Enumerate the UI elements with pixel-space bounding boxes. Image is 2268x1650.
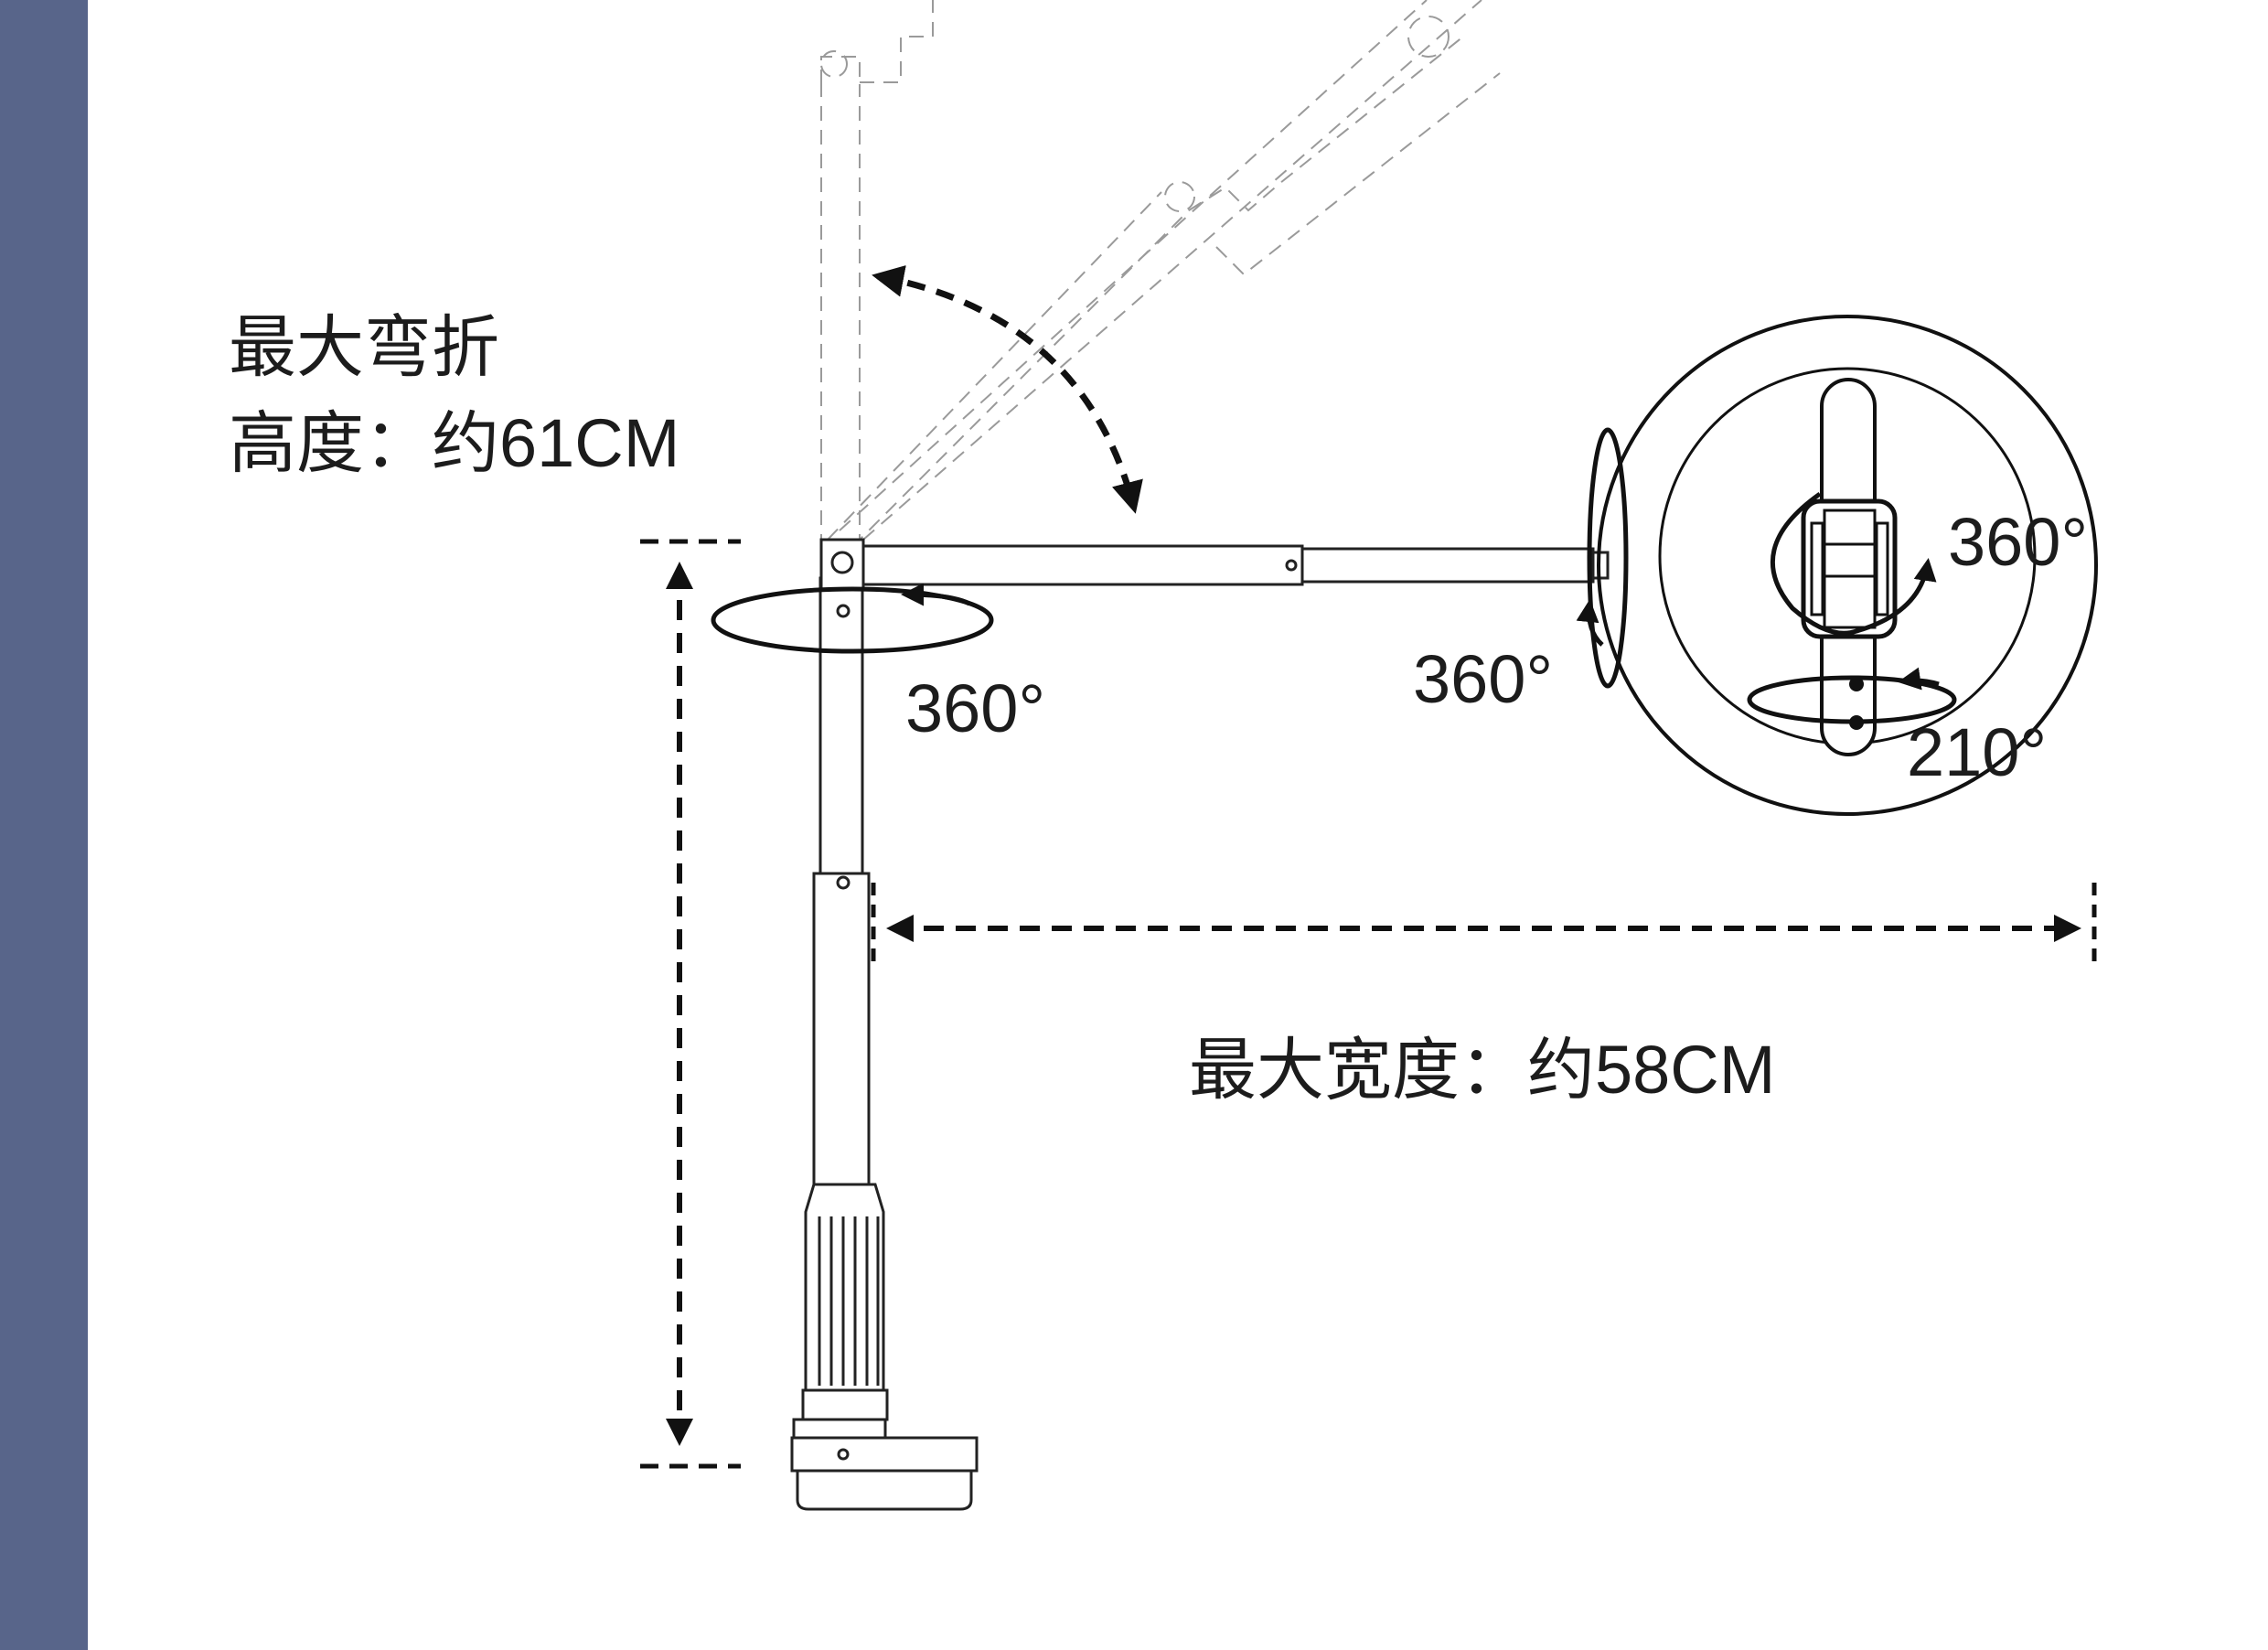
clamp-tilt-indicator bbox=[1747, 667, 1957, 724]
table-clamp bbox=[790, 1418, 979, 1511]
top-joint bbox=[819, 538, 865, 592]
vertical-pole bbox=[812, 576, 871, 1186]
fold-height-label-line2: 高度：约61CM bbox=[229, 405, 679, 481]
phone-clamp-head bbox=[1597, 315, 2098, 816]
horizontal-arm bbox=[861, 544, 1610, 586]
pole-rotation-indicator bbox=[711, 583, 994, 654]
folded-arm-ghost bbox=[820, 0, 1501, 549]
height-dimension bbox=[640, 539, 741, 1469]
arm-rotation-label: 360° bbox=[1413, 641, 1553, 717]
arm-rotation-indicator bbox=[1576, 427, 1629, 689]
max-width-label: 最大宽度：约58CM bbox=[1189, 1032, 1775, 1108]
pole-rotation-label: 360° bbox=[905, 670, 1045, 746]
fold-arc-arrow bbox=[872, 265, 1143, 514]
clamp-rotation-indicator bbox=[1770, 491, 1937, 636]
ribbed-grip bbox=[801, 1183, 889, 1421]
width-dimension bbox=[871, 883, 2097, 970]
clamp-tilt-label: 210° bbox=[1907, 714, 2047, 790]
clamp-rotation-label: 360° bbox=[1948, 504, 2088, 580]
side-color-strip bbox=[0, 0, 88, 1650]
fold-height-label-line1: 最大弯折 bbox=[229, 309, 499, 385]
